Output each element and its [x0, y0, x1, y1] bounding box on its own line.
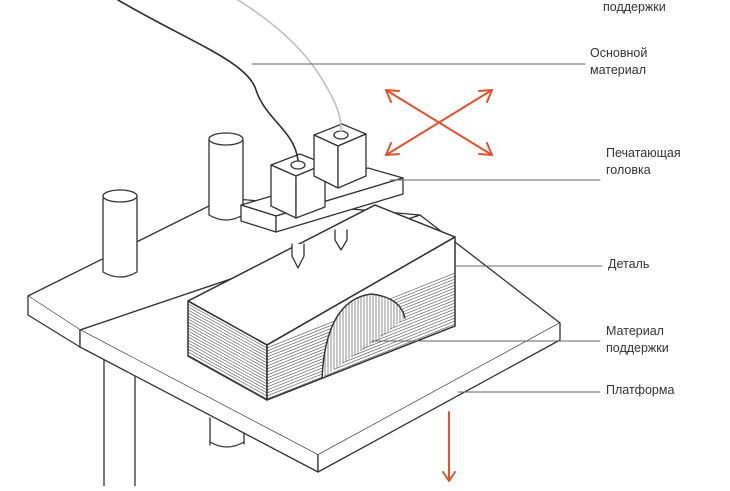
label-print-head-line-2: головка [606, 163, 651, 177]
part-layer-line [267, 320, 455, 397]
label-print-head: Печатающая головка [606, 145, 681, 179]
label-support-top-line-1: поддержки [603, 0, 666, 14]
part-layer-line [188, 333, 267, 379]
part-layer-line [188, 348, 267, 394]
label-platform: Платформа [606, 382, 674, 399]
part-layer-line [188, 354, 267, 400]
right-post [208, 132, 244, 221]
label-support-material-line-1: Материал [606, 324, 664, 338]
part-layer-line [188, 321, 267, 367]
label-print-head-line-1: Печатающая [606, 146, 681, 160]
print-head [240, 123, 404, 269]
part-layer-line [188, 324, 267, 370]
z-motion-arrow [442, 411, 456, 482]
label-part: Деталь [608, 256, 649, 273]
part-layer-line [188, 309, 267, 355]
part-layer-line [188, 303, 267, 349]
part-layer-line [188, 336, 267, 382]
part-layer-line [188, 342, 267, 388]
part-layer-line [188, 330, 267, 376]
left-post [102, 189, 138, 278]
part-layer-line [188, 306, 267, 352]
part-layer-line [267, 317, 455, 394]
part-layer-line [267, 323, 455, 400]
label-part-line-1: Деталь [608, 257, 650, 271]
label-support-material: Материал поддержки [606, 323, 669, 357]
label-base-material-line-1: Основной [590, 46, 648, 60]
part-layer-line [188, 315, 267, 361]
base-material-filament [117, 0, 299, 161]
label-support-material-line-2: поддержки [606, 341, 669, 355]
xy-motion-arrows [385, 89, 493, 156]
label-support-top: поддержки [603, 0, 666, 16]
part-layer-line [188, 351, 267, 397]
part-layer-line [188, 312, 267, 358]
part-layer-line [188, 327, 267, 373]
label-base-material-line-2: материал [590, 63, 646, 77]
back-column [103, 341, 136, 487]
part-layer-line [188, 345, 267, 391]
label-base-material: Основной материал [590, 45, 647, 79]
part-layer-line [267, 314, 455, 391]
support-material-filament [237, 0, 342, 132]
part-layer-line [188, 339, 267, 385]
label-platform-line-1: Платформа [606, 383, 675, 397]
part-layer-line [188, 318, 267, 364]
